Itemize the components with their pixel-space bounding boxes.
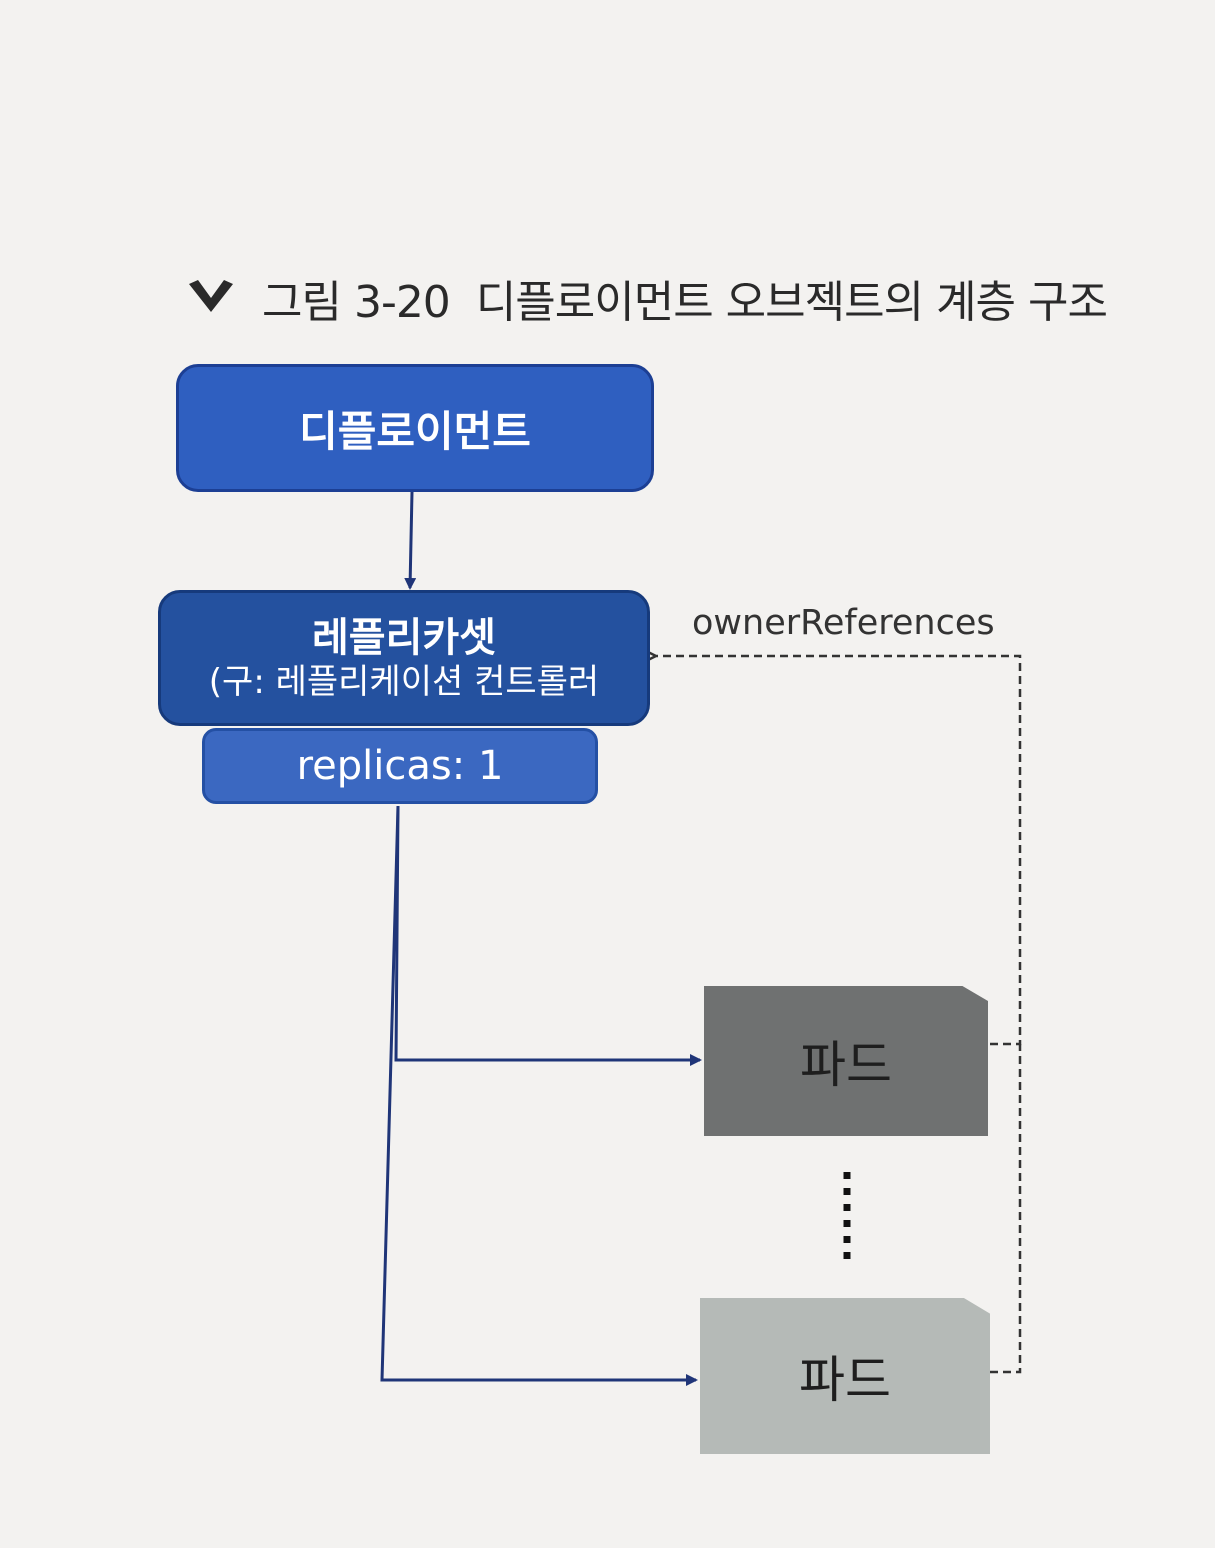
replicaset-node: 레플리카셋 (구: 레플리케이션 컨트롤러 — [158, 590, 650, 726]
figure-title: 디플로이먼트 오브젝트의 계층 구조 — [475, 277, 1108, 328]
replicas-node: replicas: 1 — [202, 728, 598, 804]
deployment-to-replicaset-arrow — [404, 491, 417, 590]
chevron-down-icon — [189, 280, 233, 312]
pod-node-1: 파드 — [704, 986, 988, 1136]
replicas-label: replicas: 1 — [296, 743, 504, 789]
pod-label-2: 파드 — [799, 1351, 891, 1409]
owner-references-line-pod1 — [654, 656, 1022, 1046]
figure-caption: 그림 3-20 디플로이먼트 오브젝트의 계층 구조 — [186, 268, 1108, 328]
replicaset-label: 레플리카셋 — [312, 614, 496, 661]
pod-node-2: 파드 — [700, 1298, 990, 1454]
replicaset-to-pod1-arrow — [394, 805, 702, 1066]
owner-references-label: ownerReferences — [692, 603, 995, 643]
deployment-label: 디플로이먼트 — [299, 406, 531, 456]
figure-number: 그림 3-20 — [262, 277, 451, 328]
replicaset-to-pod2-arrow — [380, 805, 698, 1386]
pod-label-1: 파드 — [800, 1036, 892, 1094]
deployment-node: 디플로이먼트 — [176, 364, 654, 492]
owner-references-line-pod2 — [990, 1044, 1022, 1374]
replicaset-note: (구: 레플리케이션 컨트롤러 — [208, 661, 600, 702]
